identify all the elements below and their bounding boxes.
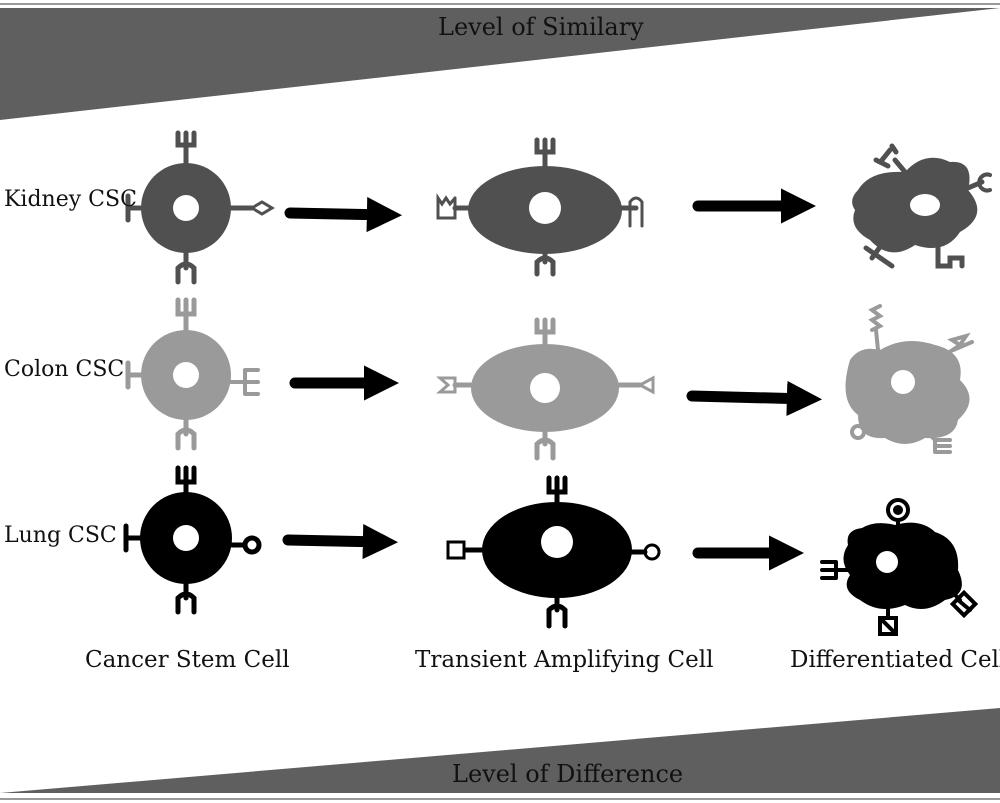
lung-differentiated-cell [820, 498, 979, 636]
colon-transient-cell [436, 317, 655, 461]
lung-stem-cell [123, 465, 262, 615]
colon-differentiated-cell [845, 304, 974, 454]
difference-banner-label: Level of Difference [452, 760, 684, 788]
column-label-stem: Cancer Stem Cell [85, 647, 290, 673]
similarity-wedge [0, 8, 1000, 120]
arrow-kidney-1 [284, 196, 403, 233]
row-label-kidney: Kidney CSC [4, 187, 137, 212]
kidney-stem-cell [125, 130, 275, 285]
lung-transient-cell [446, 475, 661, 629]
row-label-colon: Colon CSC [4, 357, 125, 382]
kidney-differentiated-cell [852, 143, 992, 269]
similarity-banner-label: Level of Similary [438, 13, 644, 41]
arrow-colon-2 [686, 380, 823, 417]
arrow-lung-1 [282, 523, 399, 560]
difference-wedge [0, 708, 1000, 793]
column-label-differentiated: Differentiated Cell [790, 647, 1000, 673]
row-label-lung: Lung CSC [4, 523, 117, 548]
colon-stem-cell [125, 297, 260, 451]
kidney-transient-cell [436, 137, 644, 277]
column-label-transient: Transient Amplifying Cell [415, 647, 714, 673]
